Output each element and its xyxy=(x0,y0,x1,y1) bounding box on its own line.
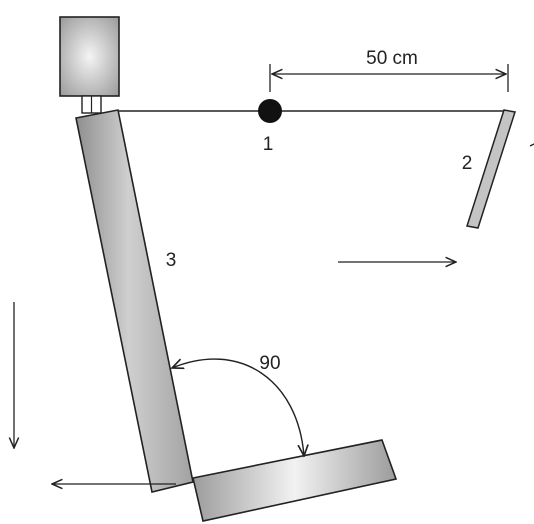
board-3-label: 3 xyxy=(166,250,177,271)
point-1-marker xyxy=(258,99,282,123)
mirror-2 xyxy=(466,109,516,229)
head-block xyxy=(59,16,120,97)
point-1-label: 1 xyxy=(263,134,274,155)
edge-mark xyxy=(529,143,534,147)
base-plate xyxy=(192,439,398,522)
angle-arc xyxy=(172,358,304,456)
distance-label: 50 cm xyxy=(366,48,418,69)
mirror-2-label: 2 xyxy=(462,153,473,174)
board-3 xyxy=(75,109,194,493)
angle-label: 90 xyxy=(259,353,280,374)
